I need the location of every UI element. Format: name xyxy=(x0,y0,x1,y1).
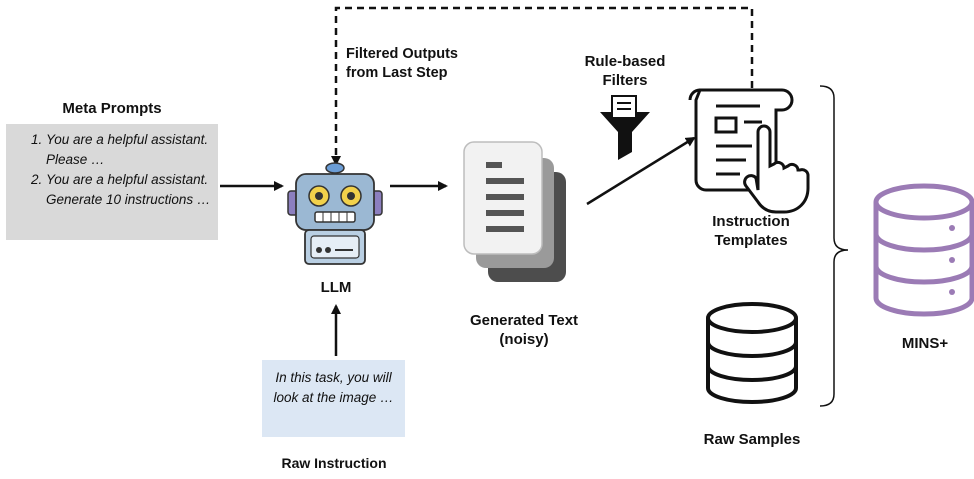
llm-label: LLM xyxy=(320,279,352,296)
group-brace xyxy=(819,85,849,407)
feedback-label-line1: Filtered Outputs xyxy=(346,46,458,62)
raw-instruction-title: Raw Instruction xyxy=(281,455,387,471)
meta-prompts-title: Meta Prompts xyxy=(62,100,162,117)
meta-prompts-box: You are a helpful assistant. Please … Yo… xyxy=(6,124,218,240)
instruction-templates-line1: Instruction xyxy=(712,213,790,230)
generated-text-line2: (noisy) xyxy=(499,331,549,348)
generated-text-label: Generated Text (noisy) xyxy=(444,311,604,349)
database-icon xyxy=(706,302,798,405)
generated-text-line1: Generated Text xyxy=(469,312,579,329)
robot-icon xyxy=(287,162,383,265)
filters-line1: Rule-based xyxy=(584,53,666,70)
template-hand-icon xyxy=(688,88,810,214)
documents-icon xyxy=(463,141,566,282)
filters-label: Rule-based Filters xyxy=(565,52,685,90)
raw-samples-label: Raw Samples xyxy=(703,431,801,448)
generated-to-templates-arrow xyxy=(586,136,696,206)
mins-plus-label: MINS+ xyxy=(901,335,949,352)
instruction-templates-line2: Templates xyxy=(714,232,788,249)
instruction-templates-label: Instruction Templates xyxy=(686,212,816,250)
funnel-icon xyxy=(600,95,650,160)
feedback-loop-arrow xyxy=(331,6,754,166)
raw-instruction-box: In this task, you will look at the image… xyxy=(262,360,405,437)
feedback-label-line2: from Last Step xyxy=(346,65,448,81)
feedback-label: Filtered Outputs from Last Step xyxy=(346,45,458,83)
meta-prompt-item: You are a helpful assistant. Please … xyxy=(46,130,212,170)
filters-line2: Filters xyxy=(602,72,648,89)
meta-prompt-item: You are a helpful assistant. Generate 10… xyxy=(46,170,212,210)
database-purple-icon xyxy=(873,183,974,317)
